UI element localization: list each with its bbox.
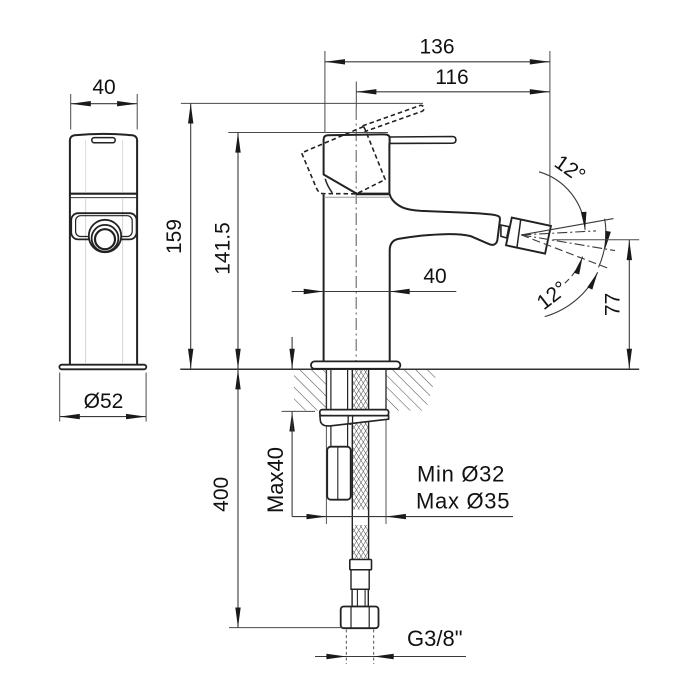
svg-text:40: 40 bbox=[92, 76, 115, 99]
svg-text:Max40: Max40 bbox=[263, 447, 288, 513]
svg-text:77: 77 bbox=[602, 293, 625, 316]
svg-text:141.5: 141.5 bbox=[211, 222, 234, 275]
svg-text:Min Ø32: Min Ø32 bbox=[417, 462, 505, 487]
svg-text:G3/8": G3/8" bbox=[407, 626, 463, 651]
svg-text:Ø52: Ø52 bbox=[84, 390, 124, 413]
svg-text:159: 159 bbox=[163, 219, 186, 254]
svg-text:Max Ø35: Max Ø35 bbox=[416, 489, 510, 514]
svg-text:136: 136 bbox=[419, 36, 454, 59]
svg-text:40: 40 bbox=[423, 265, 446, 288]
svg-text:400: 400 bbox=[210, 477, 233, 512]
svg-text:116: 116 bbox=[435, 66, 468, 89]
